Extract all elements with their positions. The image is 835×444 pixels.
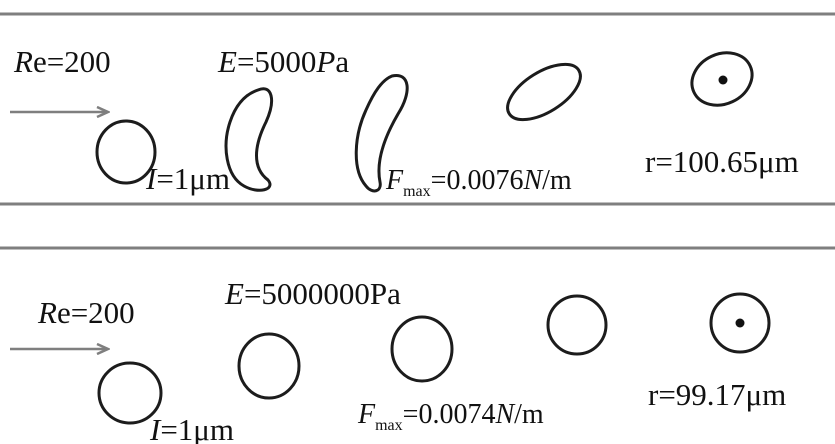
cell-center-dot [735, 318, 745, 328]
cell-shape-step-3 [546, 294, 608, 356]
thickness-label: I=1μm [145, 161, 230, 196]
radius-label: r=99.17μm [648, 377, 786, 412]
panel-stiff-cell: Re=200 E=5000000Pa I=1μm Fmax=0.0074N/m … [0, 246, 835, 444]
cell-shape-step-2 [390, 315, 454, 383]
panel-soft-cell: Re=200 E=5000Pa I=1μm Fmax=0.0076N/m r=1… [0, 12, 835, 206]
cell-shape-deforming-2 [354, 74, 409, 193]
elastic-modulus-label: E=5000000Pa [224, 276, 401, 311]
radius-label: r=100.65μm [645, 144, 799, 179]
cell-shape-deforming-1 [224, 87, 274, 192]
max-force-label: Fmax=0.0074N/m [357, 399, 544, 434]
elastic-modulus-label: E=5000Pa [217, 44, 349, 79]
cell-sequence [95, 51, 754, 193]
cell-shape-step-1 [237, 332, 301, 400]
cell-shape-final [709, 292, 771, 354]
cell-shape-initial [97, 361, 163, 425]
max-force-label: Fmax=0.0076N/m [385, 165, 572, 200]
thickness-label: I=1μm [149, 412, 234, 444]
cell-shape-final [690, 51, 754, 107]
cell-sequence [97, 292, 771, 425]
cell-shape-initial [95, 119, 157, 185]
reynolds-label: Re=200 [13, 44, 111, 79]
cell-center-dot [718, 75, 728, 85]
reynolds-label: Re=200 [37, 295, 135, 330]
cell-shape-tank-treading [506, 62, 582, 122]
